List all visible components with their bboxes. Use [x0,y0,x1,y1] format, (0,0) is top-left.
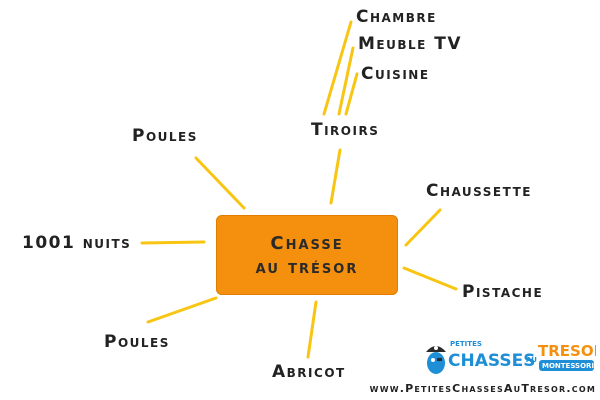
node-tiroirs: Tiroirs [311,120,380,140]
connector-pistache [402,266,458,291]
svg-text:PETITES: PETITES [450,340,482,348]
connector-abricot [306,300,318,359]
node-cuisine: Cuisine [361,64,430,84]
node-chaussette: Chaussette [426,181,532,201]
central-node-line2: au trésor [255,257,359,278]
connector-cuisine [344,72,359,116]
footer-website-url[interactable]: www.PetitesChassesAuTresor.com [369,382,596,395]
connector-chaussette [404,208,442,247]
petites-chasses-au-tresor-logo: PETITES CHASSES AU TRESOR MONTESSORI [426,340,596,374]
node-1001-nuits: 1001 nuits [22,233,132,253]
node-poules-top: Poules [132,126,198,146]
node-pistache: Pistache [462,282,544,302]
svg-text:MONTESSORI: MONTESSORI [542,362,594,370]
svg-text:TRESOR: TRESOR [538,342,596,360]
connector-poules-bottom [146,296,218,324]
svg-text:AU: AU [526,356,537,364]
node-poules-bottom: Poules [104,332,170,352]
central-node-line1: Chasse [270,233,344,254]
pirate-mascot-icon [426,346,446,374]
node-abricot: Abricot [272,362,346,382]
connector-meuble-tv [337,46,355,116]
node-chambre: Chambre [356,7,437,27]
svg-text:CHASSES: CHASSES [448,351,535,371]
central-node-box: Chasse au trésor [216,215,398,295]
node-meuble-tv: Meuble TV [358,34,463,54]
connector-tiroirs [329,148,342,205]
connector-1001-nuits [140,240,206,245]
connector-poules-top [194,156,246,210]
connector-chambre [322,20,353,116]
